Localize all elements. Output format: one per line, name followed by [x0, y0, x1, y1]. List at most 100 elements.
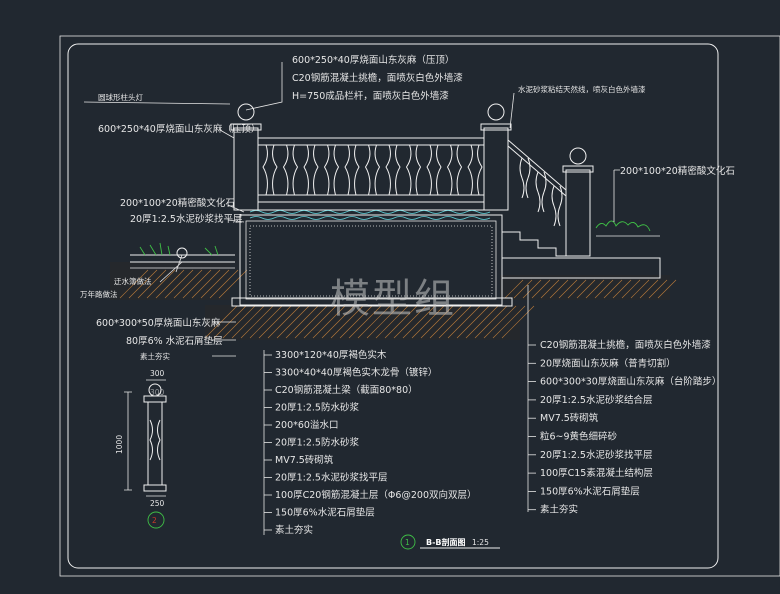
label-right-2: 600*300*30厚烧面山东灰麻（台阶踏步）	[540, 376, 721, 388]
baluster	[467, 144, 483, 196]
label-center-8: 100厚C20钢筋混凝土层（Φ6@200双向双层）	[275, 489, 477, 501]
hatch-line	[393, 305, 427, 339]
label-right-9: 素土夯实	[540, 504, 578, 516]
hatch-line	[321, 305, 355, 339]
label-center-3: 20厚1:2.5防水砂浆	[275, 402, 359, 414]
lamp-ball-mid	[487, 103, 505, 121]
hatch-line	[420, 305, 454, 339]
label-center-2: C20钢筋混凝土梁（截面80*80）	[275, 384, 418, 396]
hatch-line	[209, 269, 239, 299]
baluster	[344, 144, 360, 196]
railing	[230, 103, 512, 211]
hatch-line	[474, 305, 508, 339]
label-top-1: C20钢筋混凝土挑檐，面喷灰白色外墙漆	[292, 72, 463, 84]
baluster	[385, 144, 401, 196]
hatch-line	[456, 305, 490, 339]
hatch-line	[366, 305, 400, 339]
baluster	[323, 144, 340, 196]
stair-baluster	[551, 185, 563, 227]
label-center-4: 200*60溢水口	[275, 419, 338, 431]
hatch-line	[155, 269, 185, 299]
right-labels: C20钢筋混凝土挑檐，面喷灰白色外墙漆 20厚烧面山东灰麻（普青切割） 600*30…	[528, 339, 721, 516]
detail-dim-1: 300	[150, 388, 165, 397]
hatch-line	[200, 269, 230, 299]
label-right-5: 粒6~9黄色细碎砂	[540, 431, 618, 443]
sheet-outer-frame	[59, 35, 780, 577]
hatch-line	[222, 305, 256, 339]
hatch-line	[630, 279, 650, 299]
label-center-5: 20厚1:2.5防水砂浆	[275, 437, 359, 449]
hatch-line	[231, 305, 265, 339]
hatch-line	[411, 305, 445, 339]
hatch-line	[191, 269, 221, 299]
baluster-detail	[124, 379, 167, 497]
label-center-7: 20厚1:2.5水泥砂浆找平层	[275, 472, 387, 484]
label-wall-paint: 水泥砂浆粘结天然线，喷灰白色外墙漆	[518, 84, 646, 94]
hatch-line	[294, 305, 328, 339]
hatch-line	[612, 279, 632, 299]
stair-baluster	[519, 157, 531, 199]
label-drain: 迂水簿做法	[114, 276, 152, 286]
pool-section	[231, 209, 513, 307]
hatch-line	[549, 279, 569, 299]
hatch-line	[402, 305, 436, 339]
hatch-line	[438, 305, 472, 339]
hatch-line	[218, 269, 248, 299]
hatch-line	[429, 305, 463, 339]
label-right-0: C20钢筋混凝土挑檐，面喷灰白色外墙漆	[540, 339, 711, 351]
lamp-ball-left	[237, 103, 255, 121]
detail-dim-3: 250	[150, 499, 165, 508]
hatch-line	[164, 269, 194, 299]
baluster	[303, 144, 319, 196]
hatch-line	[357, 305, 391, 339]
hatch-line	[330, 305, 364, 339]
hatch-line	[531, 279, 551, 299]
hatch-line	[173, 269, 203, 299]
hatch-line	[576, 279, 596, 299]
hatch-line	[119, 269, 149, 299]
hatch-line	[447, 305, 481, 339]
label-center-9: 150厚6%水泥石屑垫层	[275, 507, 375, 519]
hatch-line	[492, 305, 526, 339]
baluster	[426, 144, 442, 196]
callout-section-number: 1	[405, 538, 410, 547]
label-left-cap: 600*250*40厚烧面山东灰麻（压顶）	[98, 123, 260, 135]
hatch-line	[501, 305, 535, 339]
label-center-10: 素土夯实	[275, 524, 313, 536]
hatch-line	[267, 305, 301, 339]
label-right-stone: 200*100*20精密酸文化石	[620, 165, 735, 177]
label-left-mid-0: 200*100*20精密酸文化石	[120, 197, 235, 209]
hatch-line	[146, 269, 176, 299]
hatch-line	[465, 305, 499, 339]
baluster	[262, 144, 278, 196]
hatch-line	[522, 279, 542, 299]
label-center-6: MV7.5砖砌筑	[275, 454, 334, 466]
hatch-line	[182, 269, 212, 299]
detail-dim-2: 1000	[115, 435, 124, 454]
label-right-1: 20厚烧面山东灰麻（普青切割）	[540, 357, 676, 369]
hatch-line	[128, 269, 158, 299]
stair-baluster	[535, 171, 547, 213]
label-left-mid-1: 20厚1:2.5水泥砂浆找平层	[130, 213, 242, 225]
center-labels: 3300*120*40厚褐色实木3300*40*40厚褐色实木龙骨（镀锌）C20…	[264, 349, 477, 536]
hatch-line	[375, 305, 409, 339]
hatch-line	[603, 279, 623, 299]
hatch-line	[558, 279, 578, 299]
hatch-line	[249, 305, 283, 339]
hatch-line	[240, 305, 274, 339]
label-top-0: 600*250*40厚烧面山东灰麻（压顶）	[292, 54, 454, 66]
label-right-8: 150厚6%水泥石屑垫层	[540, 485, 640, 497]
lamp-ball-right	[569, 147, 587, 165]
water-surface	[249, 210, 491, 214]
hatch-line	[285, 305, 319, 339]
hatch-line	[348, 305, 382, 339]
stair-section	[501, 139, 661, 279]
hatch-line	[276, 305, 310, 339]
label-center-1: 3300*40*40厚褐色实木龙骨（镀锌）	[275, 367, 437, 379]
baluster	[364, 144, 381, 196]
label-right-7: 100厚C15素混凝土结构层	[540, 467, 653, 479]
label-top-2: H=750成品栏杆，面喷灰白色外墙漆	[292, 90, 449, 102]
label-lamp: 圆球形柱头灯	[98, 92, 143, 102]
hatch-line	[258, 305, 292, 339]
